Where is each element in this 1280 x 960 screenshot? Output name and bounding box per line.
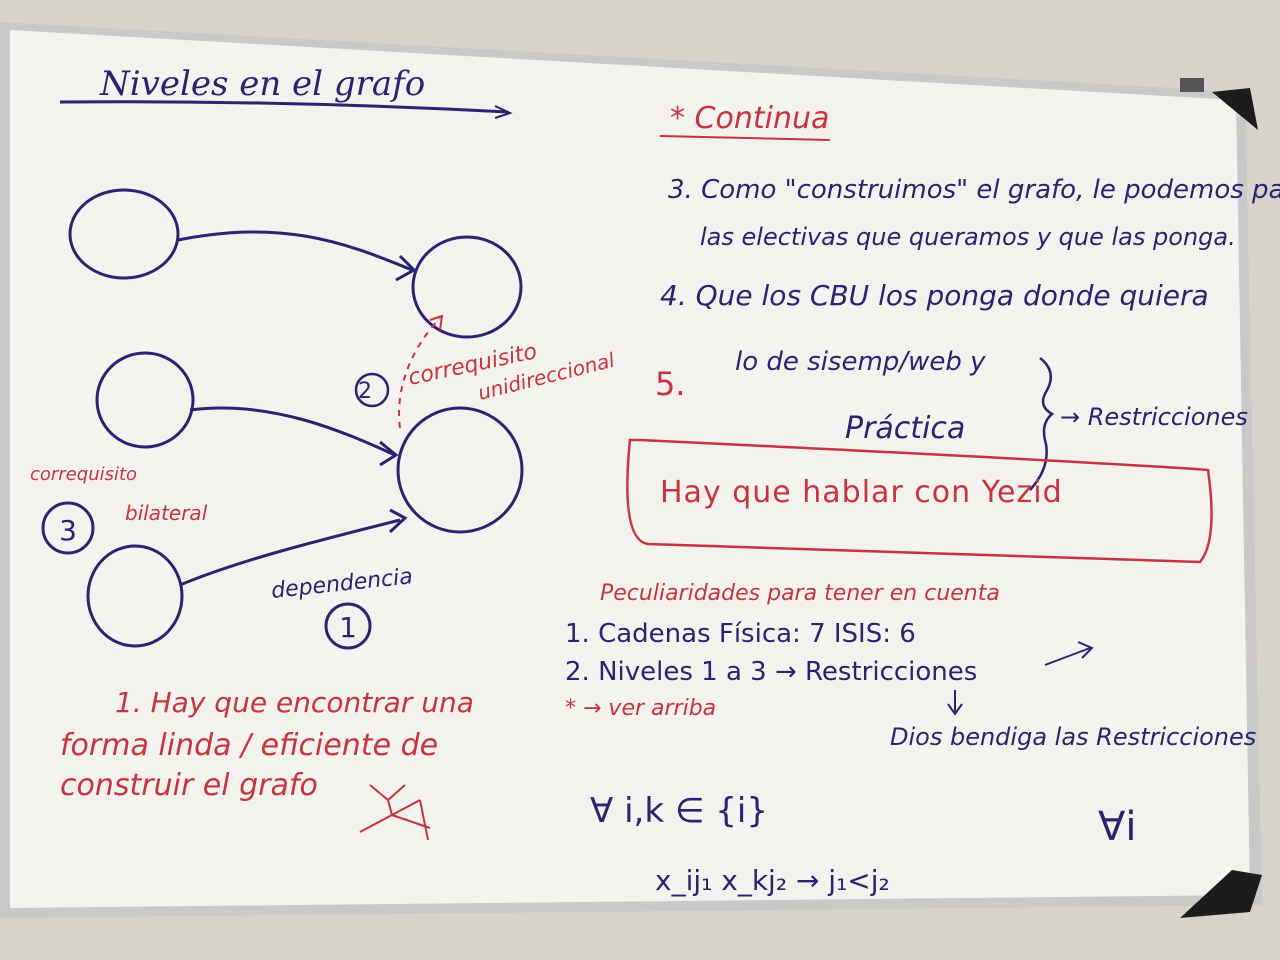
math-formula: x_ij₁ x_kj₂ → j₁<j₂ [655,864,890,897]
hablar-text: Hay que hablar con Yezid [660,475,1063,510]
corner-bracket-tr [1212,88,1258,130]
tree-doodle [359,784,431,841]
point5-number: 5. [655,365,686,403]
circle-label-3 [41,501,95,555]
label-1: 1 [339,611,357,644]
circle-label-1 [324,602,372,650]
circle-label-2 [354,372,390,408]
point5-line1: lo de sisemp/web y [735,347,986,377]
dios-note: Dios bendiga las Restricciones [890,723,1256,751]
math-forall-i: ∀i [1098,804,1136,850]
title-text: Niveles en el grafo [99,64,425,104]
note1-line3: construir el grafo [60,768,318,803]
node-top-right [411,235,523,339]
label-correquisito-bilateral-2: bilateral [125,501,208,525]
board-surface [10,30,1250,908]
restricciones-note: → Restricciones [1060,403,1248,431]
note1-line2: forma linda / eficiente de [60,728,438,763]
note1-line1: 1. Hay que encontrar una [115,686,474,719]
hook-top [1180,78,1204,92]
label-2: 2 [358,379,372,404]
label-correquisito-bilateral-1: correquisito [30,464,137,485]
point3-line1: 3. Como "construimos" el grafo, le podem… [668,175,1280,205]
node-mid-right [396,406,524,534]
peculiaridades-item1: 1. Cadenas Física: 7 ISIS: 6 [565,619,916,649]
point3-line2: las electivas que queramos y que las pon… [700,223,1236,251]
peculiaridades-item2: 2. Niveles 1 a 3 → Restricciones [565,657,977,687]
peculiaridades-title: Peculiaridades para tener en cuenta [600,581,1000,606]
point5-line2: Práctica [845,411,965,446]
node-bottom-left [86,544,184,648]
continua-heading: * Continua [670,101,829,136]
math-forall-ik: ∀ i,k ∈ {i} [590,791,768,831]
point4-text: 4. Que los CBU los ponga donde quiera [660,279,1209,312]
node-top-left [68,188,180,280]
hablar-box [626,438,1213,564]
corner-bracket-br [1180,870,1262,918]
graph-diagram [41,188,524,650]
label-3: 3 [59,514,77,547]
node-mid-left [95,351,195,449]
ver-arriba-note: * → ver arriba [565,696,716,721]
